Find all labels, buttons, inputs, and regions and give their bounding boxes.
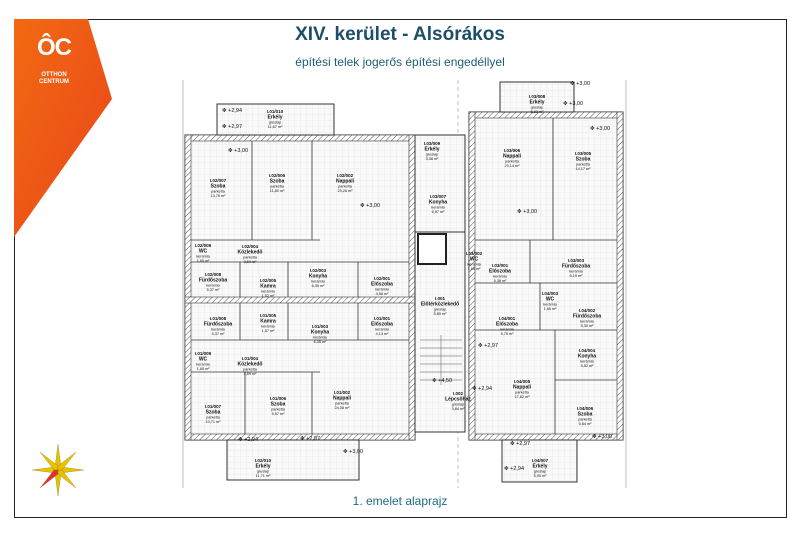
- level-marker: ✥ +3,00: [563, 100, 583, 107]
- otthon-centrum-logo: ÔC: [37, 34, 72, 61]
- floor-caption: 1. emelet alaprajz: [352, 494, 448, 508]
- compass-rose: [31, 443, 85, 497]
- level-marker: ✥ +3,00: [590, 125, 610, 132]
- logo-text: OTTHON CENTRUM: [30, 72, 78, 86]
- level-marker: ✥ +2,94: [238, 436, 258, 443]
- page-title: XIV. kerület - Alsórákos: [295, 24, 505, 45]
- level-marker: ✥ +2,94: [472, 385, 492, 392]
- level-marker: ✥ +3,00: [343, 448, 363, 455]
- level-marker: ✥ +3,00: [517, 208, 537, 215]
- level-marker: ✥ +2,97: [222, 123, 242, 130]
- level-marker: ✥ +3,00: [592, 433, 612, 440]
- stair-core: [414, 134, 466, 433]
- level-markers: ✥ +3,00 ✥ +2,94 ✥ +2,97 ✥ +4,50 ✥ +3,00 ✥ +3,…: [222, 80, 612, 472]
- level-marker: ✥ +2,94: [222, 107, 242, 114]
- level-marker: ✥ +3,00: [570, 80, 590, 87]
- level-marker: ✥ +2,97: [300, 435, 320, 442]
- brand-banner: [14, 19, 112, 237]
- level-marker: ✥ +3,00: [360, 202, 380, 209]
- building-right: [468, 81, 624, 483]
- level-marker: ✥ +4,50: [432, 377, 452, 384]
- level-marker: ✥ +2,97: [478, 342, 498, 349]
- page-frame: [14, 19, 787, 518]
- level-marker: ✥ +2,97: [510, 440, 530, 447]
- page-subtitle: építési telek jogerős építési engedéllye…: [295, 55, 505, 69]
- building-left: [184, 103, 416, 481]
- level-marker: ✥ +2,94: [504, 465, 524, 472]
- level-marker: ✥ +3,00: [228, 147, 248, 154]
- logo-line-1: OTTHON: [41, 72, 67, 78]
- logo-line-2: CENTRUM: [39, 79, 69, 85]
